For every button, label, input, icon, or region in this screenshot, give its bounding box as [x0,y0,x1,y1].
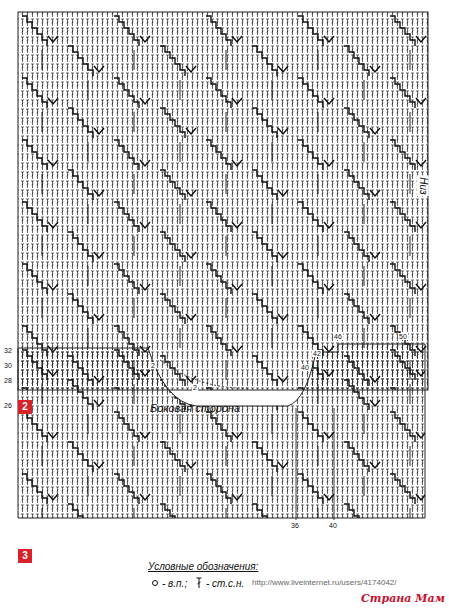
legend-text: - ст.с.н. [206,578,244,589]
column-number: 46 [333,333,343,340]
legend-text: - в.п.; [162,578,187,589]
chart-caption: Боковая сторона [150,403,240,414]
row-number: 28 [3,377,13,384]
column-number: 42 [312,350,322,357]
legend-item: - ст.с.н. [194,577,244,589]
chart-number-box: 2 [18,400,32,414]
repeat-number: 2 [192,384,198,391]
chain-symbol [150,577,160,589]
column-number: 36 [290,522,300,529]
chart-neck [18,344,425,518]
column-number: 40 [300,364,310,371]
watermark-logo: Страна Мам [361,593,445,604]
chart-motifs [22,350,426,558]
row-number: 26 [3,402,13,409]
column-number: 40 [328,522,338,529]
chart-number: 3 [22,551,28,561]
repeat-number: 2 [150,362,156,369]
chart-motifs [22,16,426,390]
chart-number-box: 3 [18,549,32,563]
column-number: 50 [398,333,408,340]
guide-line [160,360,250,388]
legend-title: Условные обозначения: [148,562,258,572]
dc-symbol [194,577,204,589]
orientation-label: Низ [417,175,429,196]
marker-line [296,408,334,520]
chart-side [18,12,428,390]
row-number: 32 [3,347,13,354]
chart-number: 2 [22,402,28,412]
legend-item: - в.п.; [150,577,187,589]
watermark: http://www.liveinternet.ru/users/4174042… [252,579,397,587]
row-number: 30 [3,362,13,369]
